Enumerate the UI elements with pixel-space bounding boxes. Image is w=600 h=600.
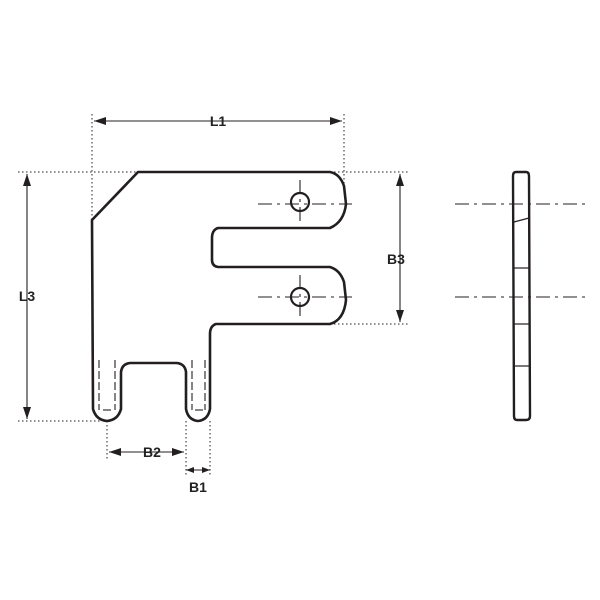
dimension-b2: B2: [109, 444, 184, 460]
dimension-label-l3: L3: [19, 288, 36, 304]
dimension-l1: L1: [94, 113, 342, 129]
plate-outline: [90, 170, 348, 423]
dimension-label-b1: B1: [189, 479, 207, 495]
dimension-b3: B3: [387, 174, 405, 322]
side-view: [455, 170, 590, 422]
dimension-l3: L3: [19, 174, 36, 419]
dimension-label-b2: B2: [143, 444, 161, 460]
extension-lines: [18, 114, 408, 476]
front-view: [90, 170, 352, 423]
side-segment-line-1: [513, 217, 530, 223]
dimension-b1: B1: [186, 467, 210, 495]
side-view-outline: [511, 170, 532, 422]
dimension-label-b3: B3: [387, 251, 405, 267]
dimension-label-l1: L1: [210, 113, 227, 129]
